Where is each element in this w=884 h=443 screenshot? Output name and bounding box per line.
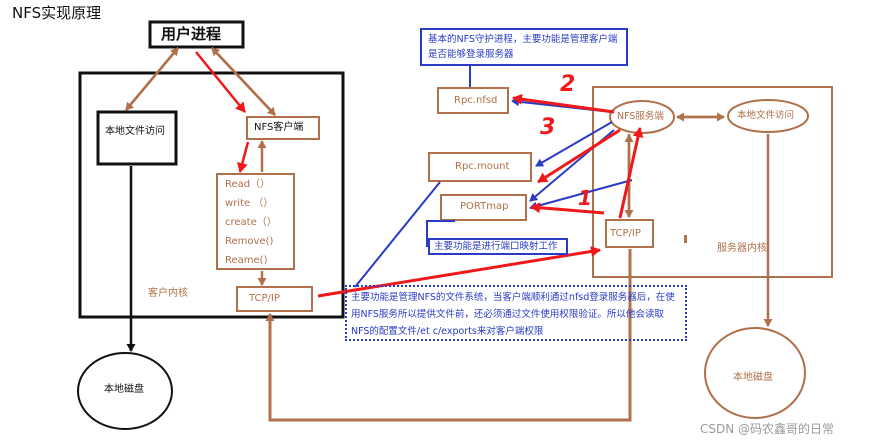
return-path-server-to-client: [265, 249, 632, 422]
op-create: create（）: [225, 217, 277, 228]
client-local-disk-label: 本地磁盘: [104, 384, 144, 395]
op-remove: Remove(): [225, 236, 274, 247]
red-tcp-to-server: [618, 127, 644, 219]
step-number-3: 3: [540, 115, 556, 140]
server-local-file-label: 本地文件访问: [737, 110, 795, 121]
step-number-1: 1: [578, 186, 592, 210]
server-local-file-ellipse: [727, 99, 809, 133]
nfsd-note: 基本的NFS守护进程，主要功能是管理客户端是否能够登录服务器: [420, 28, 628, 66]
local-file-access-box: [96, 110, 178, 166]
rpc-mount-label: Rpc.mount: [455, 161, 510, 172]
client-kernel-frame: [78, 71, 345, 319]
op-reame: Reame(): [225, 255, 268, 266]
rpc-mount-box: [428, 152, 532, 182]
red-user-to-nfsclient: [195, 51, 246, 113]
server-kernel-mark: [684, 235, 687, 243]
red-tcp-to-portmap: [530, 202, 605, 215]
mount-note: 主要功能是管理NFS的文件系统，当客户端顺利通过nfsd登录服务器后，在使用NF…: [345, 285, 687, 341]
op-read: Read（）: [225, 179, 271, 190]
server-kernel-label: 服务器内核: [717, 243, 767, 254]
step-number-2: 2: [560, 72, 576, 97]
red-server-to-mount: [537, 128, 621, 184]
user-process-box: [148, 20, 245, 49]
client-tcpip-box: [236, 286, 313, 312]
client-tcpip-label: TCP/IP: [249, 293, 280, 304]
csdn-watermark: CSDN @码农鑫哥的日常: [700, 422, 835, 436]
ops-box: [216, 173, 295, 270]
rpc-nfsd-label: Rpc.nfsd: [454, 95, 498, 106]
arrow-local-to-user: [125, 47, 179, 111]
blue-note-to-mount: [354, 181, 441, 288]
ops-list: Read（） write （） create（） Remove() Reame(…: [225, 180, 295, 275]
portmap-box: [440, 194, 527, 221]
blue-server-to-portmap: [529, 179, 633, 211]
blue-nfsserver-to-mount: [535, 121, 613, 167]
red-server-to-nfsd: [512, 93, 615, 114]
page-title: NFS实现原理: [12, 4, 102, 22]
red-tcp-to-server-tcp: [317, 246, 601, 298]
user-process-label: 用户进程: [161, 25, 222, 43]
arrow-nfsclient-to-user: [211, 47, 276, 116]
client-local-disk: [77, 352, 173, 430]
server-tcpip-label: TCP/IP: [610, 228, 641, 239]
server-kernel-frame: [592, 86, 833, 278]
client-kernel-label: 客户内核: [148, 288, 188, 299]
server-local-disk-label: 本地磁盘: [733, 372, 773, 383]
portmap-label: PORTmap: [460, 201, 509, 212]
red-nfsclient-to-ops: [237, 141, 250, 173]
nfs-client-box: [246, 116, 320, 140]
op-write: write （）: [225, 198, 274, 209]
rpc-nfsd-box: [437, 87, 509, 114]
portmap-note: 主要功能是进行端口映射工作: [428, 238, 568, 255]
server-tcpip-box: [605, 219, 654, 248]
local-file-access-label: 本地文件访问: [105, 126, 165, 137]
nfs-client-label: NFS客户端: [254, 122, 304, 133]
server-local-disk: [704, 327, 806, 419]
blue-portmap-to-note: [426, 220, 455, 247]
nfs-server-label: NFS服务端: [617, 111, 664, 122]
